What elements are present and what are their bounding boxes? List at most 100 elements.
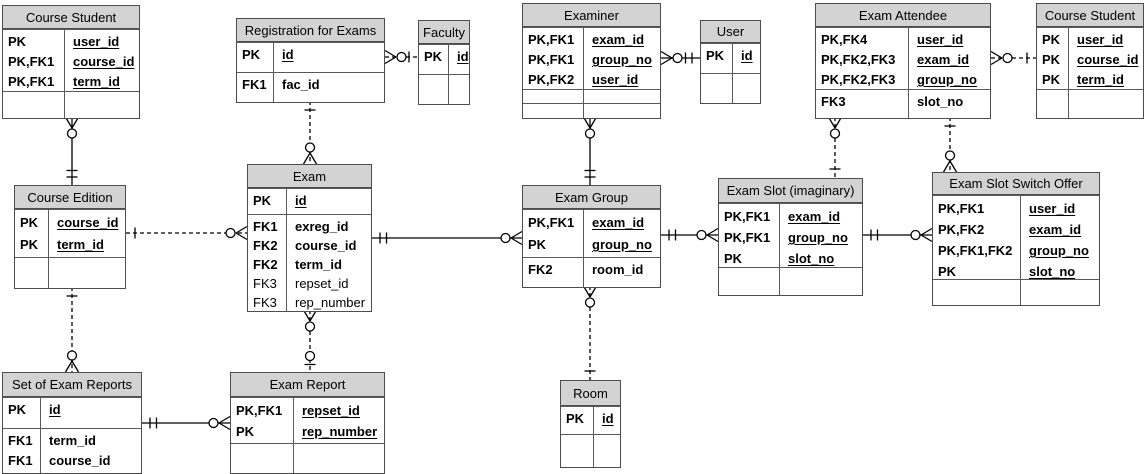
attribute-name: exam_id bbox=[1029, 222, 1082, 237]
zero-circle-icon bbox=[396, 51, 407, 63]
attribute-column bbox=[1069, 90, 1143, 118]
zero-circle-icon bbox=[696, 229, 707, 241]
crow-foot-icon bbox=[302, 152, 311, 165]
empty-section bbox=[523, 103, 660, 118]
attribute-name: fac_id bbox=[282, 77, 320, 92]
entity-title: Registration for Exams bbox=[237, 19, 384, 42]
attribute-column: id bbox=[733, 44, 760, 73]
key-label: PK,FK1 bbox=[8, 74, 55, 89]
crow-foot-icon bbox=[706, 234, 719, 243]
key-label: PK bbox=[242, 47, 261, 62]
attribute-name: group_no bbox=[917, 72, 977, 87]
key-label: FK1 bbox=[8, 453, 33, 468]
attribute-column: room_id bbox=[584, 258, 660, 287]
entity-title: Exam bbox=[248, 165, 371, 188]
attribute-section: PK id bbox=[701, 43, 760, 73]
crow-foot-icon bbox=[218, 422, 231, 431]
attribute-name: term_id bbox=[295, 257, 342, 272]
zero-circle-icon bbox=[304, 350, 316, 362]
key-column bbox=[231, 444, 294, 473]
attribute-column: id bbox=[449, 45, 469, 74]
key-label: FK1 bbox=[253, 219, 278, 234]
key-label: PK,FK2,FK3 bbox=[821, 52, 896, 67]
crow-foot-icon bbox=[660, 50, 673, 59]
entity-title: Exam Slot (imaginary) bbox=[719, 179, 862, 203]
key-label: PK bbox=[706, 48, 725, 63]
attribute-name: exam_id bbox=[592, 215, 645, 230]
key-label: PK bbox=[1042, 72, 1061, 87]
entity-title: Examiner bbox=[523, 4, 660, 27]
attribute-column bbox=[1021, 280, 1099, 305]
attribute-name: group_no bbox=[788, 230, 848, 245]
crow-foot-icon bbox=[218, 415, 231, 424]
key-label: PK,FK1 bbox=[8, 54, 55, 69]
attribute-name: id bbox=[602, 411, 614, 426]
empty-section bbox=[1037, 89, 1143, 118]
key-column: PK bbox=[419, 45, 449, 74]
crow-foot-icon bbox=[706, 227, 719, 236]
key-column: FK3 bbox=[816, 90, 909, 118]
entity-title: Exam Report bbox=[231, 373, 384, 397]
attribute-section: FK3 slot_no bbox=[816, 89, 990, 118]
zero-circle-icon bbox=[910, 229, 921, 241]
attribute-name: user_id bbox=[917, 32, 964, 47]
empty-section bbox=[561, 434, 620, 467]
attribute-name: term_id bbox=[1077, 72, 1124, 87]
zero-circle-icon bbox=[225, 227, 236, 239]
empty-section bbox=[15, 257, 125, 288]
attribute-name: id bbox=[457, 49, 469, 64]
key-label: PK,FK1,FK2 bbox=[938, 243, 1013, 258]
key-label: PK bbox=[938, 264, 957, 279]
attribute-name: slot_no bbox=[917, 94, 964, 109]
key-label: PK bbox=[528, 237, 547, 252]
attribute-name: rep_number bbox=[295, 295, 366, 310]
zero-circle-icon bbox=[500, 232, 511, 244]
entity-title: Course Edition bbox=[15, 186, 125, 209]
attribute-column: fac_id bbox=[274, 73, 384, 102]
attribute-name: group_no bbox=[1029, 243, 1089, 258]
zero-circle-icon bbox=[944, 150, 956, 161]
zero-circle-icon bbox=[584, 297, 596, 308]
entity-title: Exam Group bbox=[523, 186, 660, 209]
zero-circle-icon bbox=[304, 142, 316, 153]
crow-foot-icon bbox=[949, 160, 958, 173]
entity-title: Course Student bbox=[1037, 4, 1143, 27]
attribute-name: course_id bbox=[57, 215, 119, 230]
attribute-name: repset_id bbox=[302, 403, 360, 418]
key-label: PK,FK1 bbox=[724, 209, 771, 224]
key-column: FK2 bbox=[523, 258, 584, 287]
attribute-name: repset_id bbox=[295, 276, 349, 291]
key-label: PK,FK2 bbox=[528, 72, 575, 87]
key-label: PK bbox=[8, 402, 27, 417]
key-label: PK bbox=[1042, 52, 1061, 67]
key-label: PK,FK1 bbox=[528, 215, 575, 230]
empty-section bbox=[523, 89, 660, 103]
key-label: FK3 bbox=[821, 94, 846, 109]
key-label: PK bbox=[8, 34, 27, 49]
attribute-name: exreg_id bbox=[295, 219, 349, 234]
crow-foot-icon bbox=[990, 50, 1003, 59]
